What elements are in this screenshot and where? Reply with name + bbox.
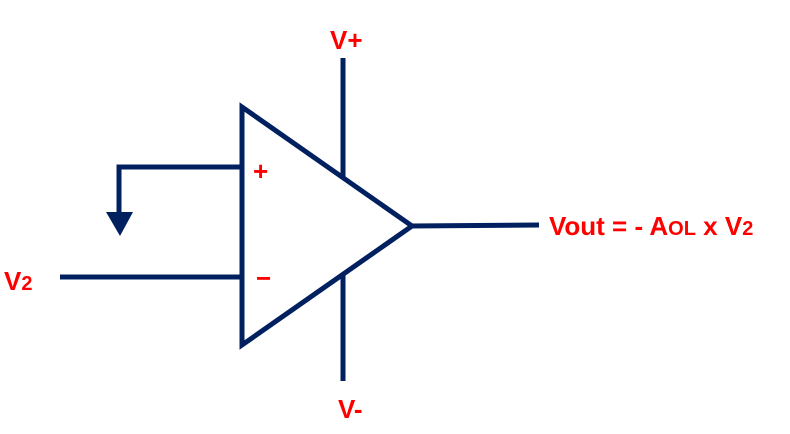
non-inverting-input-wire bbox=[116, 164, 242, 214]
ground-arrow-icon bbox=[106, 212, 133, 236]
v-minus-label: V- bbox=[338, 394, 363, 424]
output-equation: Vout = - AOL x V2 bbox=[549, 211, 753, 241]
non-inverting-sign: + bbox=[253, 156, 268, 186]
inverting-sign: − bbox=[256, 263, 271, 293]
output-wire bbox=[409, 222, 540, 229]
op-amp-triangle bbox=[239, 102, 417, 350]
v-plus-label: V+ bbox=[330, 25, 363, 55]
input-v2-label: V2 bbox=[4, 266, 32, 296]
